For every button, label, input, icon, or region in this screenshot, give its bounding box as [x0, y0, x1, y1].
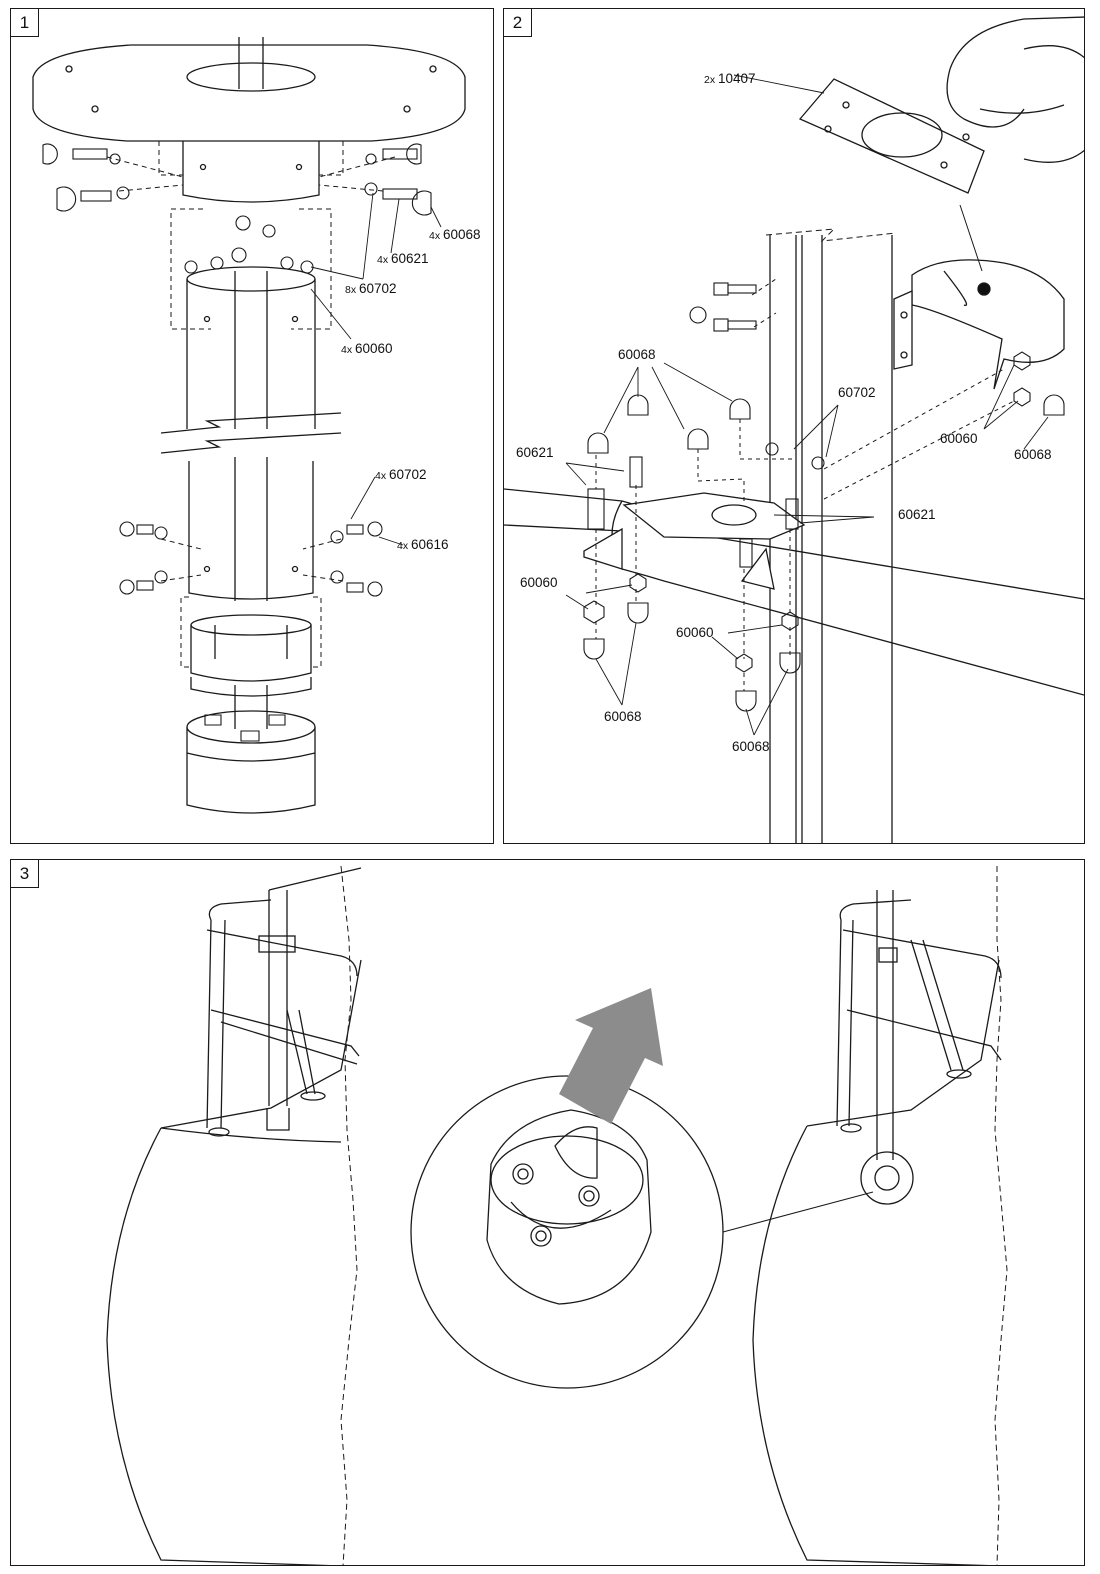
panel-3: 3	[10, 859, 1085, 1566]
callout-qty: 4x	[341, 344, 353, 356]
panel-2: 2	[503, 8, 1085, 844]
callout-qty: 4x	[375, 470, 387, 482]
callout-part: 60068	[443, 227, 481, 242]
panel-number: 1	[11, 9, 39, 37]
panel-number: 3	[11, 860, 39, 888]
callout-part: 60702	[359, 281, 397, 296]
callouts-panel-1: 4x 60068 4x 60621 8x 60702 4x 60060 4x 6…	[341, 227, 481, 552]
panel-1: 1	[10, 8, 494, 844]
boat-hull-right	[752, 1125, 990, 1565]
callout-part: 60068	[1014, 447, 1052, 462]
callout-qty: 2x	[704, 74, 716, 86]
callout-part: 10407	[718, 71, 756, 86]
callout-qty: 4x	[377, 254, 389, 266]
callout-part: 60060	[520, 575, 558, 590]
callout-part: 60702	[838, 385, 876, 400]
callout-part: 60702	[389, 467, 427, 482]
callout-part: 60621	[898, 507, 936, 522]
callout-qty: 8x	[345, 284, 357, 296]
callout-part: 60060	[355, 341, 393, 356]
mount-exploded-view: 4x 60068 4x 60621 8x 60702 4x 60060 4x 6…	[32, 37, 481, 814]
callout-part: 60068	[604, 709, 642, 724]
rail-clamp-detail: 2x 10407 60068 60702 60060 60068 60621 6…	[504, 16, 1084, 843]
callout-part: 60621	[391, 251, 429, 266]
callout-part: 60621	[516, 445, 554, 460]
callout-part: 60060	[940, 431, 978, 446]
boat-hull-left	[106, 1127, 331, 1565]
installation-overview	[106, 865, 1008, 1565]
callout-part: 60068	[732, 739, 770, 754]
callouts-panel-2: 2x 10407 60068 60702 60060 60068 60621 6…	[516, 71, 1052, 754]
callout-part: 60068	[618, 347, 656, 362]
arrow-up-right-icon	[559, 988, 663, 1124]
panel-number: 2	[504, 9, 532, 37]
callout-part: 60616	[411, 537, 449, 552]
callout-qty: 4x	[429, 230, 441, 242]
flange-plate	[32, 44, 466, 142]
callout-part: 60060	[676, 625, 714, 640]
callout-qty: 4x	[397, 540, 409, 552]
